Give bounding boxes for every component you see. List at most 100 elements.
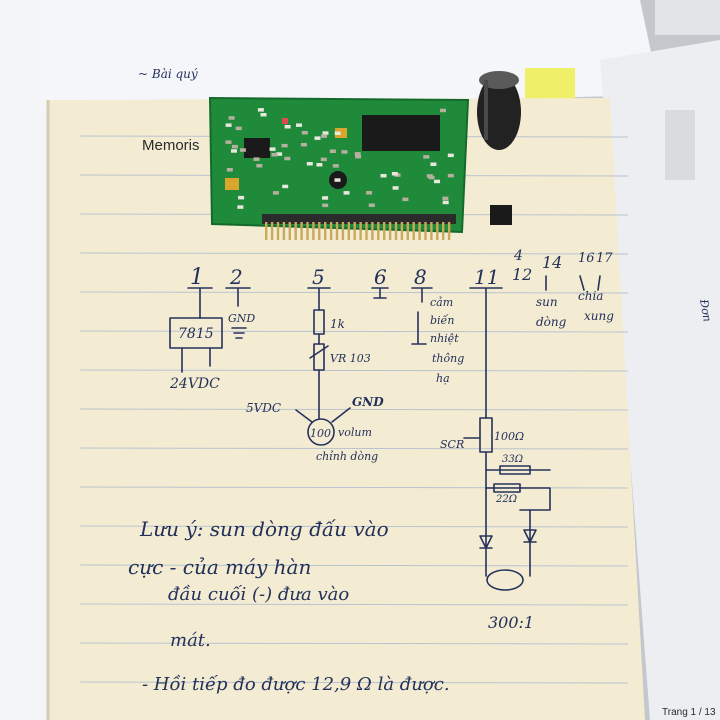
smd-component — [447, 153, 454, 158]
sketch-pin6-8: cảm biến nhiệt thông hạ — [371, 287, 464, 385]
ground-right-label: GND — [352, 395, 384, 409]
resistor-33-label: 33Ω — [502, 454, 523, 465]
ratio-label: 300:1 — [488, 613, 534, 632]
header-pin — [418, 222, 421, 240]
notebook-label: Memoris — [142, 137, 200, 154]
regulator-legs — [181, 347, 211, 373]
header-pin — [353, 222, 356, 240]
smd-component — [329, 149, 336, 153]
header-pin — [312, 222, 315, 240]
ic-chip-small-left — [244, 138, 270, 158]
smd-component — [341, 150, 348, 154]
pot-leads — [295, 407, 351, 423]
header-pin — [412, 222, 415, 240]
header-pin — [388, 222, 392, 240]
led-indicator — [282, 118, 288, 124]
pin-label-17: 17 — [596, 251, 613, 266]
pin8-switch — [411, 287, 433, 345]
tantalum-capacitor — [225, 178, 239, 190]
header-pin — [341, 222, 345, 240]
corner-note-top-left: ~ Bài quý — [138, 67, 198, 81]
header-pin — [424, 222, 427, 240]
header-pin — [270, 222, 274, 240]
pin8-note-3: nhiệt — [430, 332, 459, 345]
pin-label-4: 4 — [513, 248, 523, 264]
resistor-33 — [499, 465, 531, 475]
header-pin — [288, 222, 291, 240]
smd-component — [320, 157, 327, 162]
ruled-line — [79, 447, 629, 450]
pin-label-2: 2 — [229, 265, 243, 289]
ruled-line — [79, 330, 629, 333]
note-line-3: đầu cuối (-) đưa vào — [168, 584, 349, 605]
smd-component — [235, 126, 242, 131]
diode-left — [479, 535, 493, 549]
header-pin — [436, 222, 439, 240]
potentiometer — [307, 418, 335, 446]
header-pin — [394, 222, 398, 240]
pin-ticks — [545, 275, 601, 291]
smd-component — [239, 148, 246, 152]
pin-label-14: 14 — [542, 253, 562, 272]
smd-component — [322, 196, 329, 200]
sketch-pin2-ground: GND — [225, 287, 255, 339]
smd-component — [226, 168, 233, 172]
diode-branches — [485, 487, 531, 577]
ground-label: GND — [228, 312, 255, 325]
smd-component — [300, 143, 307, 147]
smd-component — [260, 113, 267, 117]
handwritten-notes: Lưu ý: sun dòng đấu vào cực - của máy hà… — [128, 517, 450, 695]
pin-label-12: 12 — [512, 265, 532, 284]
header-pin — [377, 222, 380, 240]
header-pin — [383, 222, 386, 240]
smd-component — [428, 175, 435, 180]
smd-component — [321, 134, 327, 138]
regulator-box — [169, 317, 223, 349]
smd-component — [334, 131, 341, 135]
trimmer-label: VR 103 — [330, 352, 371, 365]
header-pin — [276, 222, 280, 240]
resistor-22 — [493, 483, 521, 493]
ruled-lines — [79, 135, 629, 684]
smd-component — [238, 195, 245, 200]
sketch-pin14-17: sun dòng chia xung — [536, 275, 614, 329]
pot-label: 100 — [310, 427, 331, 440]
smd-component — [354, 152, 361, 156]
header-pin — [442, 222, 445, 240]
supply-5v-label: 5VDC — [246, 401, 281, 415]
ruled-line — [79, 642, 629, 645]
smd-component — [296, 123, 302, 127]
trimmer-arrow — [309, 345, 329, 359]
ruled-line — [79, 408, 629, 411]
smd-component — [269, 147, 276, 151]
smd-component — [366, 191, 373, 195]
ruled-line — [79, 681, 629, 684]
smd-component — [231, 144, 238, 149]
ruled-line — [79, 291, 629, 294]
smd-component — [281, 143, 288, 148]
sticky-note — [525, 68, 575, 103]
ruled-line — [79, 603, 629, 606]
smd-component — [284, 125, 291, 129]
chia-note-1: chia — [578, 289, 603, 303]
smd-component — [282, 184, 289, 189]
pin8-note-1: cảm — [430, 296, 453, 309]
pin-label-6: 6 — [374, 265, 387, 289]
smd-component — [316, 163, 323, 167]
right-paper — [600, 40, 720, 720]
smd-component — [343, 191, 350, 195]
pin-label-5: 5 — [312, 265, 325, 289]
smd-component — [440, 108, 446, 113]
header-pin — [300, 222, 303, 240]
right-paper-corner — [655, 0, 720, 35]
smd-component — [434, 179, 440, 184]
smd-component — [368, 203, 375, 207]
header-pin — [318, 222, 321, 240]
chia-note-2: xung — [584, 309, 614, 323]
smd-component — [272, 191, 279, 195]
header-pin — [447, 222, 451, 240]
header-pin — [347, 222, 350, 240]
smd-component — [322, 131, 329, 135]
sketch-pin5-pot: 1k VR 103 100 5VDC GND volum chỉnh dòng — [246, 287, 384, 463]
